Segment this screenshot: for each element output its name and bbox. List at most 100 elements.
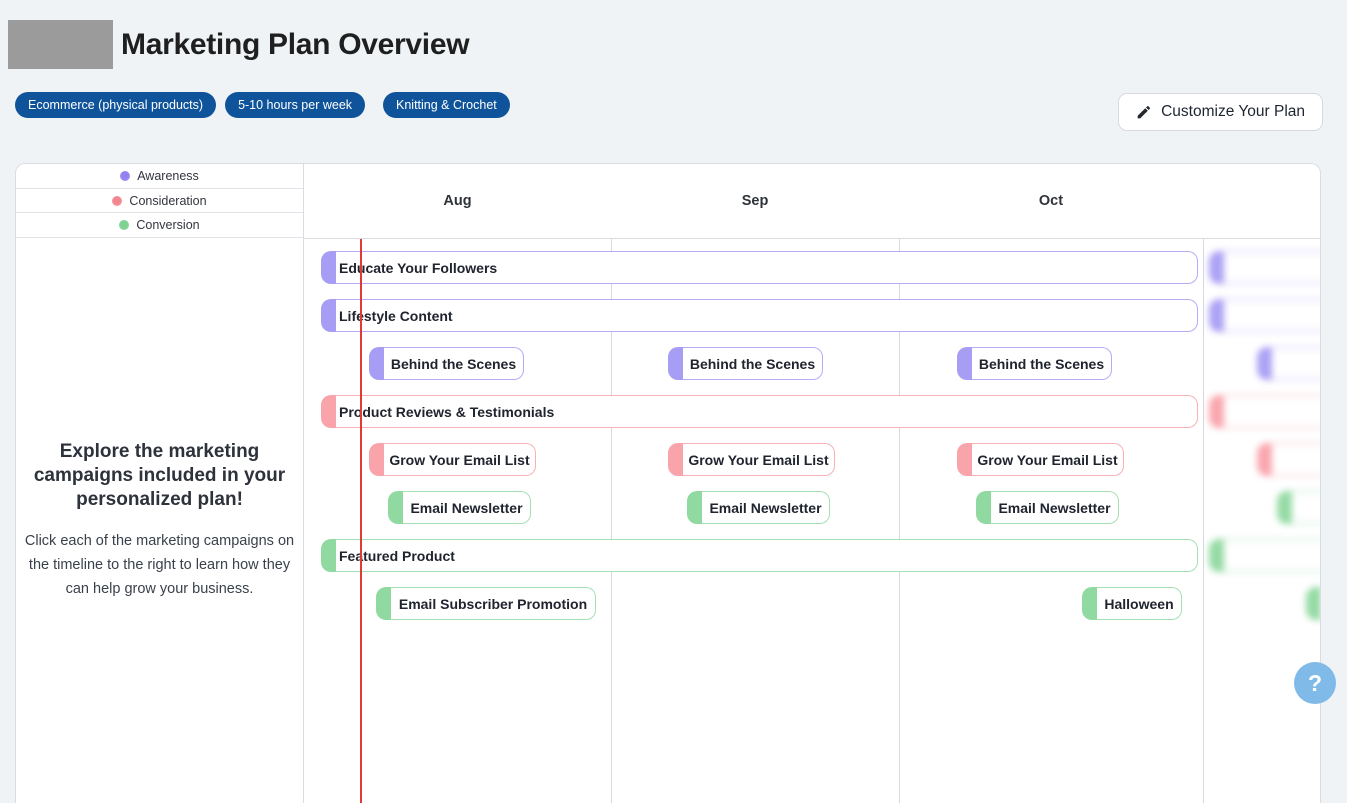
awareness-bar-cap (369, 347, 384, 380)
plan-tag-pill: Knitting & Crochet (383, 92, 510, 118)
awareness-bar-cap (957, 347, 972, 380)
awareness-bar-cap (1209, 251, 1224, 284)
campaign-bar[interactable]: Grow Your Email List (957, 443, 1124, 476)
campaign-bar[interactable]: Email Newsletter (388, 491, 531, 524)
legend-item-awareness: Awareness (16, 164, 303, 189)
consideration-bar-cap (668, 443, 683, 476)
legend-label: Awareness (137, 168, 199, 183)
customize-plan-label: Customize Your Plan (1161, 103, 1305, 120)
campaign-bar-label: Lifestyle Content (336, 299, 1198, 332)
blurred-next-month-column (1204, 239, 1320, 803)
campaign-bar-label: Grow Your Email List (384, 443, 536, 476)
campaign-bar-label: Behind the Scenes (384, 347, 524, 380)
campaign-bar-label (1292, 491, 1320, 524)
timeline-month-header: Aug Sep Oct (304, 164, 1320, 238)
campaign-bar (1209, 299, 1320, 332)
awareness-bar-cap (321, 299, 336, 332)
campaign-bar[interactable]: Behind the Scenes (957, 347, 1112, 380)
awareness-dot-icon (120, 170, 131, 181)
consideration-bar-cap (957, 443, 972, 476)
legend-item-conversion: Conversion (16, 213, 303, 239)
legend-item-consideration: Consideration (16, 189, 303, 214)
campaign-bar[interactable]: Email Newsletter (687, 491, 830, 524)
page-title: Marketing Plan Overview (121, 28, 470, 61)
conversion-bar-cap (1306, 587, 1320, 620)
campaign-bar (1209, 251, 1320, 284)
conversion-bar-cap (1209, 539, 1224, 572)
campaign-bar[interactable]: Email Subscriber Promotion (376, 587, 596, 620)
campaign-bar-label: Email Newsletter (702, 491, 830, 524)
company-logo (8, 20, 113, 69)
campaign-bar[interactable]: Halloween (1082, 587, 1182, 620)
campaign-bar-label: Grow Your Email List (683, 443, 835, 476)
campaign-bar (1209, 395, 1320, 428)
intro-panel: Explore the marketing campaigns included… (16, 440, 303, 601)
campaign-bar-label: Email Subscriber Promotion (391, 587, 596, 620)
campaign-bar-label: Behind the Scenes (683, 347, 823, 380)
campaign-bar-label: Email Newsletter (991, 491, 1119, 524)
conversion-dot-icon (119, 220, 130, 231)
campaign-bar[interactable]: Grow Your Email List (668, 443, 835, 476)
month-header-oct: Oct (1038, 193, 1064, 209)
conversion-bar-cap (976, 491, 991, 524)
campaign-bar-label (1272, 347, 1320, 380)
plan-tag-pill: 5-10 hours per week (225, 92, 366, 118)
conversion-bar-cap (1277, 491, 1292, 524)
campaign-bar-label: Behind the Scenes (972, 347, 1112, 380)
question-icon: ? (1307, 669, 1323, 696)
legend-label: Conversion (136, 218, 200, 233)
campaign-bar[interactable]: Product Reviews & Testimonials (321, 395, 1198, 428)
campaign-bar (1209, 539, 1320, 572)
intro-body: Click each of the marketing campaigns on… (24, 533, 295, 597)
conversion-bar-cap (687, 491, 702, 524)
month-grid-line (611, 239, 612, 803)
help-button[interactable]: ? (1294, 662, 1336, 704)
campaign-bar[interactable]: Email Newsletter (976, 491, 1119, 524)
month-header-sep: Sep (741, 193, 769, 209)
customize-plan-button[interactable]: Customize Your Plan (1118, 93, 1323, 131)
conversion-bar-cap (321, 539, 336, 572)
campaign-bar-label (1224, 299, 1320, 332)
consideration-bar-cap (1257, 443, 1272, 476)
consideration-bar-cap (369, 443, 384, 476)
campaign-bar[interactable]: Behind the Scenes (668, 347, 823, 380)
campaign-bar-label: Email Newsletter (403, 491, 531, 524)
campaign-bar-label: Featured Product (336, 539, 1198, 572)
legend-label: Consideration (129, 193, 207, 208)
month-grid-line (899, 239, 900, 803)
campaign-bar-label (1224, 539, 1320, 572)
conversion-bar-cap (388, 491, 403, 524)
campaign-bar[interactable]: Lifestyle Content (321, 299, 1198, 332)
conversion-bar-cap (1082, 587, 1097, 620)
campaign-bar[interactable]: Educate Your Followers (321, 251, 1198, 284)
campaign-bar (1257, 443, 1320, 476)
campaign-bar (1306, 587, 1320, 620)
campaign-bar-label (1272, 443, 1320, 476)
plan-tags: Ecommerce (physical products)5-10 hours … (15, 92, 510, 118)
campaign-bar-label: Product Reviews & Testimonials (336, 395, 1198, 428)
campaign-bar-label: Educate Your Followers (336, 251, 1198, 284)
intro-heading: Explore the marketing campaigns included… (33, 441, 286, 510)
awareness-bar-cap (668, 347, 683, 380)
campaign-bar[interactable]: Featured Product (321, 539, 1198, 572)
campaign-bar-label (1224, 251, 1320, 284)
campaign-bar[interactable]: Behind the Scenes (369, 347, 524, 380)
campaign-bar[interactable]: Grow Your Email List (369, 443, 536, 476)
month-grid-line (1203, 239, 1204, 803)
consideration-bar-cap (321, 395, 336, 428)
campaign-bar-label: Grow Your Email List (972, 443, 1124, 476)
awareness-bar-cap (1209, 299, 1224, 332)
campaign-bar (1277, 491, 1320, 524)
campaign-bar-label (1224, 395, 1320, 428)
consideration-bar-cap (1209, 395, 1224, 428)
today-line (360, 239, 362, 803)
campaign-bar (1257, 347, 1320, 380)
pencil-icon (1137, 105, 1151, 118)
month-header-aug: Aug (443, 193, 472, 209)
awareness-bar-cap (1257, 347, 1272, 380)
awareness-bar-cap (321, 251, 336, 284)
